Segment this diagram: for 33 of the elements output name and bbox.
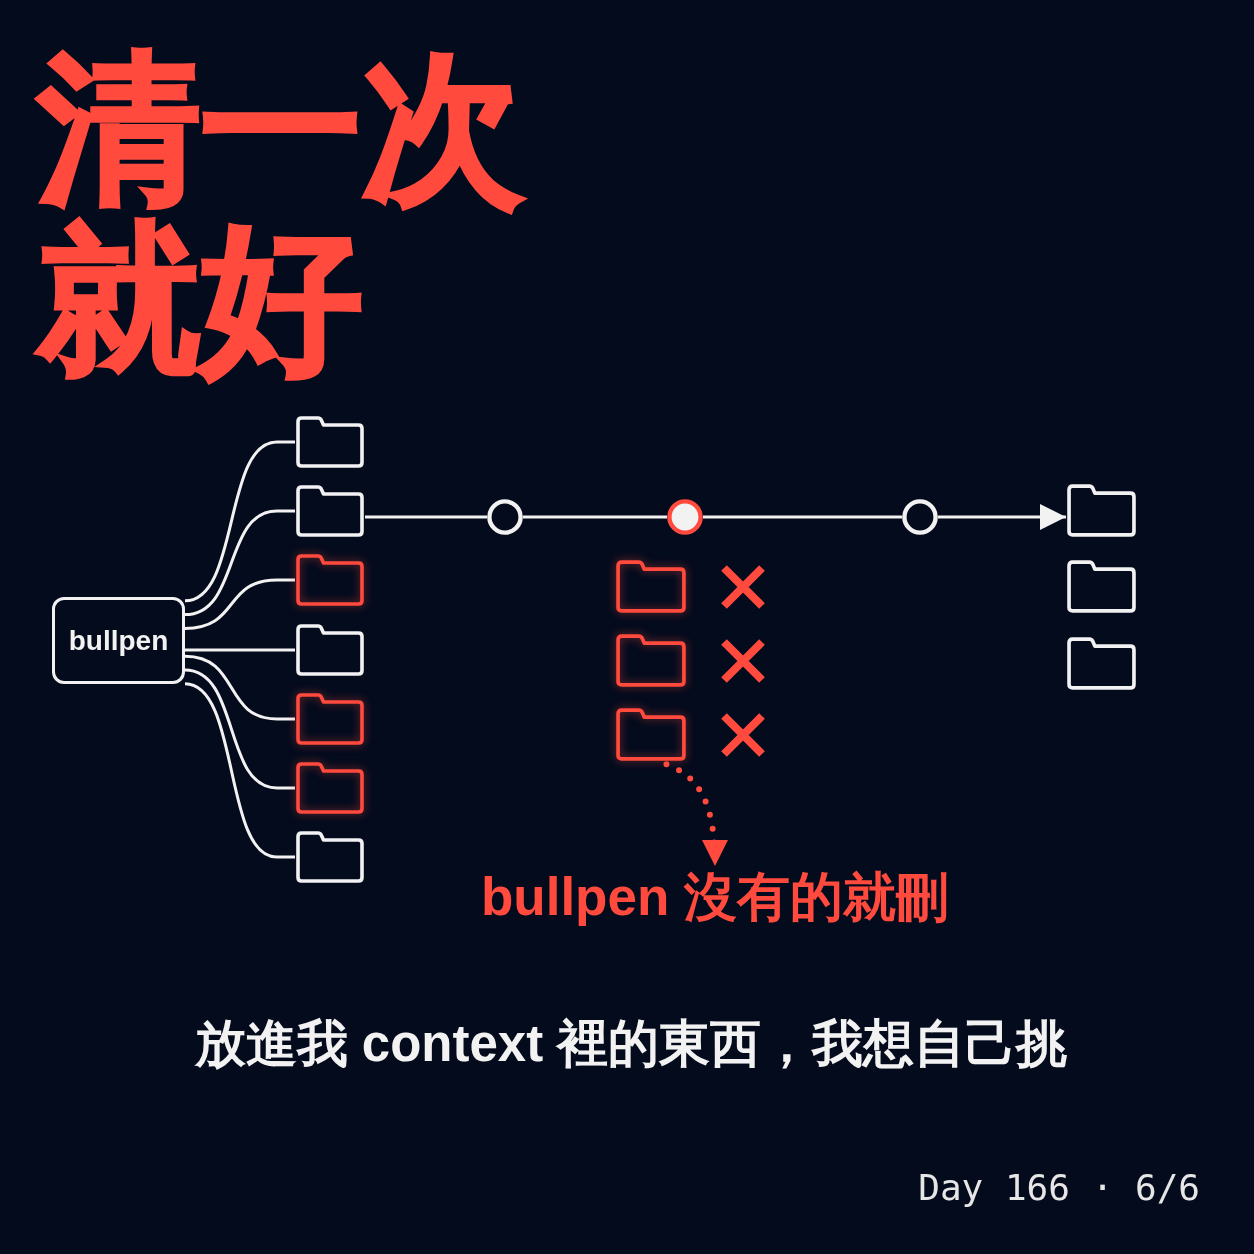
timeline-marker xyxy=(902,499,938,535)
folder-icon xyxy=(295,484,365,538)
node-label: bullpen xyxy=(68,623,169,658)
title: 清一次就好 xyxy=(38,44,525,384)
arrow xyxy=(938,504,1066,530)
connector-line xyxy=(703,515,902,519)
caption: 放進我 context 裡的東西，我想自己挑 xyxy=(194,1014,1068,1074)
connector-line xyxy=(365,515,487,519)
folder-icon xyxy=(615,633,687,688)
folder-icon xyxy=(1066,636,1137,691)
folder-icon xyxy=(295,415,365,469)
connector-line xyxy=(184,440,295,603)
folder-icon xyxy=(615,559,687,614)
folder-icon xyxy=(295,830,365,884)
folder-icon xyxy=(295,692,365,746)
folder-icon xyxy=(295,623,365,677)
page-counter: Day 166 · 6/6 xyxy=(918,1166,1200,1210)
connector-line xyxy=(184,509,295,617)
connector-line xyxy=(184,654,295,721)
folder-icon xyxy=(1066,559,1137,614)
connector-line xyxy=(184,578,295,630)
source-node xyxy=(52,597,185,684)
folder-icon xyxy=(1066,483,1137,538)
annotation-text: bullpen 沒有的就刪 xyxy=(480,866,950,928)
connector-line xyxy=(523,515,667,519)
folder-icon xyxy=(615,707,687,762)
folder-icon xyxy=(295,761,365,815)
timeline-marker xyxy=(487,499,523,535)
folder-icon xyxy=(295,553,365,607)
timeline-marker xyxy=(667,499,703,535)
connector-line xyxy=(185,648,295,652)
connector-line xyxy=(184,668,295,790)
connector-line xyxy=(184,682,295,859)
